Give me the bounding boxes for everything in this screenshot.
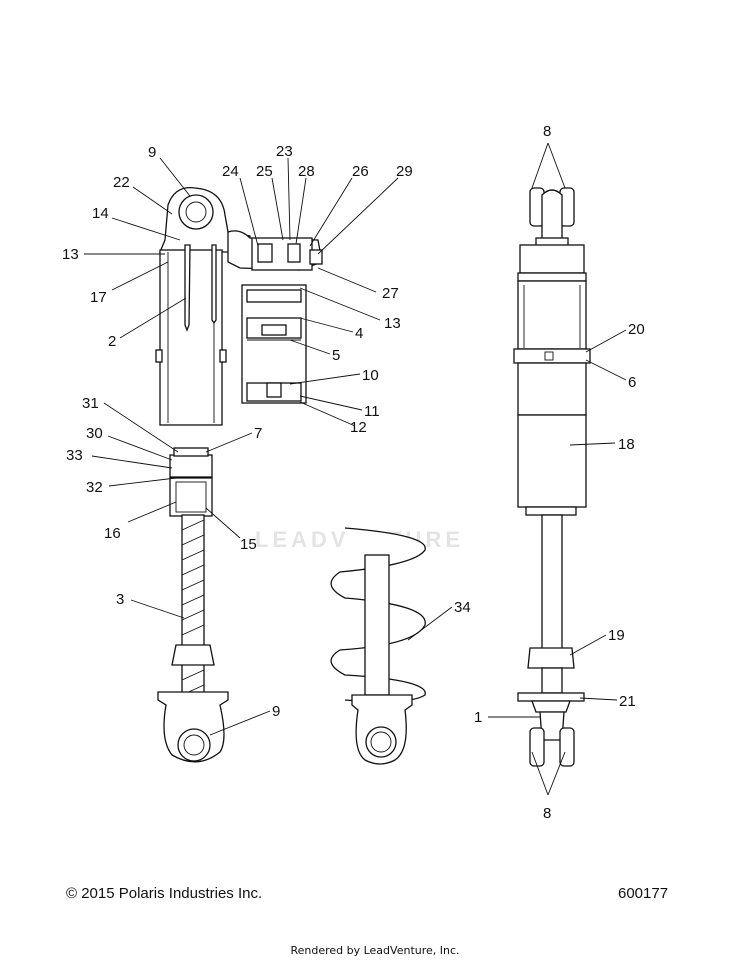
lower-bushing [177, 728, 211, 762]
callout-29: 29 [396, 163, 413, 180]
callout-12: 12 [350, 419, 367, 436]
callout-17: 17 [90, 289, 107, 306]
callout-30: 30 [86, 425, 103, 442]
callout-27: 27 [382, 285, 399, 302]
rendered-by-text: Rendered by LeadVenture, Inc. [290, 944, 460, 957]
needle [184, 244, 191, 332]
callout-11: 11 [364, 403, 380, 420]
callout-34: 34 [454, 599, 471, 616]
callout-15: 15 [240, 536, 257, 553]
callout-3: 3 [116, 591, 124, 608]
callout-32: 32 [86, 479, 103, 496]
cutaway-shock [155, 186, 323, 763]
callout-19: 19 [608, 627, 625, 644]
callout-10: 10 [362, 367, 379, 384]
top-bushing [178, 194, 214, 230]
callout-16: 16 [104, 525, 121, 542]
top-cap [519, 244, 585, 274]
assembled-shock [513, 187, 591, 767]
callout-26: 26 [352, 163, 369, 180]
preload-collar [513, 348, 591, 364]
callout-33: 33 [66, 447, 83, 464]
callout-20: 20 [628, 321, 645, 338]
callout-9a: 9 [148, 144, 156, 161]
callout-4: 4 [355, 325, 363, 342]
callout-18: 18 [618, 436, 635, 453]
spring-assembly [330, 527, 426, 765]
callout-1: 1 [474, 709, 482, 726]
callout-13b: 13 [384, 315, 401, 332]
callout-7: 7 [254, 425, 262, 442]
copyright-text: © 2015 Polaris Industries Inc. [66, 885, 263, 902]
leader-lines [84, 142, 627, 796]
callout-6: 6 [628, 374, 636, 391]
callout-23: 23 [276, 143, 293, 160]
callout-2: 2 [108, 333, 116, 350]
shaft [541, 514, 563, 651]
part-number: 600177 [618, 885, 669, 902]
callout-22: 22 [113, 174, 130, 191]
callout-13a: 13 [62, 246, 79, 263]
piston [169, 454, 213, 478]
callout-21: 21 [619, 693, 636, 710]
shaft [181, 514, 205, 701]
callout-14: 14 [92, 205, 109, 222]
callout-25: 25 [256, 163, 273, 180]
callout-31: 31 [82, 395, 99, 412]
callout-5: 5 [332, 347, 340, 364]
callout-8a: 8 [543, 123, 551, 140]
callout-8b: 8 [543, 805, 551, 822]
callout-28: 28 [298, 163, 315, 180]
body [517, 414, 587, 508]
callout-9b: 9 [272, 703, 280, 720]
callout-labels: 9 22 14 13 17 2 24 25 23 28 26 29 27 13 … [62, 123, 645, 822]
callout-24: 24 [222, 163, 239, 180]
